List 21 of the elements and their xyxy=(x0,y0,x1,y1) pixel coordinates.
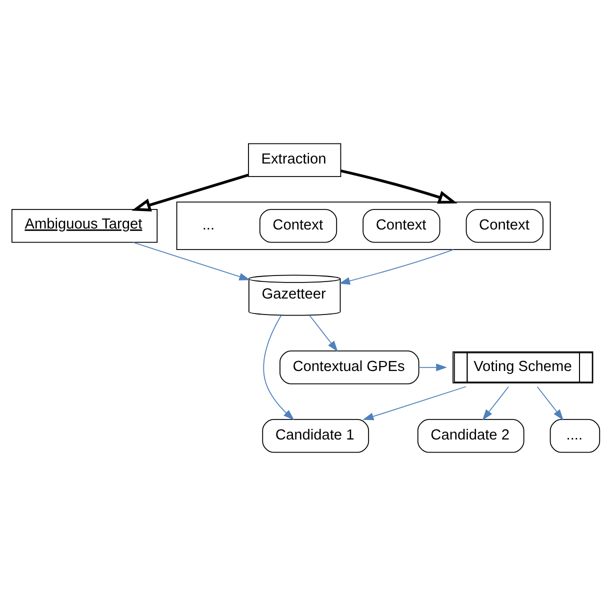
arrow xyxy=(132,173,249,211)
arrow xyxy=(536,386,564,420)
arrow xyxy=(309,314,338,352)
node-box: Context xyxy=(466,208,544,242)
node-box: Contextual GPEs xyxy=(280,350,420,384)
node-box: Ambiguous Target xyxy=(11,208,158,242)
arrow xyxy=(263,314,294,420)
cluster xyxy=(176,201,551,250)
node-box: Candidate 1 xyxy=(262,418,370,452)
node-box: Candidate 2 xyxy=(417,418,524,452)
arrow xyxy=(340,168,458,204)
arrow xyxy=(418,363,448,371)
label: ... xyxy=(202,216,215,233)
node-box: Extraction xyxy=(248,142,342,176)
arrow xyxy=(362,386,466,420)
node-box: .... xyxy=(550,418,600,452)
arrow xyxy=(482,386,509,420)
arrow xyxy=(339,248,454,284)
node-box: Context xyxy=(362,208,440,242)
arrow xyxy=(132,241,250,280)
node-box: Context xyxy=(259,208,338,242)
